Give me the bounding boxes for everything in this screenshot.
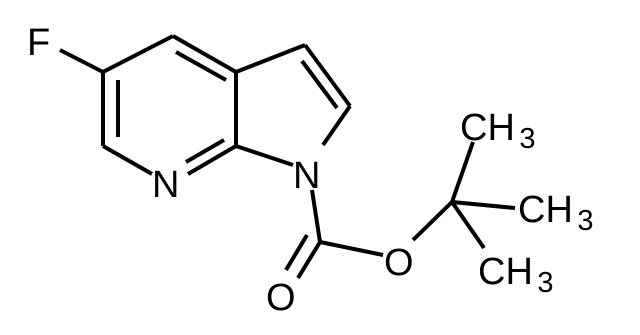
bond-n1-c7a — [235, 144, 294, 167]
bond-quaternary-c-methyl-top — [450, 141, 475, 203]
bond-carbonyl-c-ester-o — [319, 240, 384, 257]
bond-c3-c2 — [303, 43, 352, 108]
bond-ester-o-quaternary-c — [411, 200, 454, 242]
methyl-top-label: CH 3 — [460, 107, 535, 155]
bond-c4-c3a-inner — [175, 50, 227, 82]
methyl-top-subscript: 3 — [519, 123, 535, 155]
bond-n1-carbonyl-c — [310, 189, 322, 243]
methyl-bottom-symbol: CH — [478, 251, 533, 293]
methyl-middle-subscript: 3 — [577, 205, 593, 237]
boc-group — [284, 141, 516, 280]
pyridine-ring — [59, 34, 238, 176]
pyrrole-nitrogen-label: N — [293, 155, 320, 197]
bond-c7a-n7-inner — [184, 138, 226, 164]
methyl-middle-symbol: CH — [518, 189, 573, 231]
bond-c5-c4 — [102, 34, 174, 74]
pyrrole-ring — [235, 43, 352, 167]
bond-carbonyl-c-o — [296, 240, 322, 280]
bond-carbonyl-c-o-inner — [284, 233, 309, 272]
methyl-middle-label: CH 3 — [518, 189, 593, 237]
bond-c3-c2-inner — [300, 59, 339, 110]
methyl-top-symbol: CH — [460, 107, 515, 149]
bond-c3a-c3 — [235, 43, 306, 74]
bond-quaternary-c-methyl-bottom — [450, 200, 486, 250]
bond-c5-f — [59, 48, 104, 74]
bond-c2-n1 — [321, 104, 352, 147]
carbonyl-oxygen-label: O — [266, 277, 296, 319]
ester-oxygen-label: O — [384, 242, 414, 284]
fluorine-label: F — [27, 22, 50, 64]
bond-c7a-n7 — [186, 144, 238, 176]
bond-quaternary-c-methyl-middle — [451, 200, 516, 210]
methyl-bottom-label: CH 3 — [478, 251, 553, 299]
methyl-bottom-subscript: 3 — [537, 267, 553, 299]
bond-n7-c6 — [102, 144, 153, 176]
pyridine-nitrogen-label: N — [152, 164, 179, 206]
bond-c4-c3a — [172, 34, 237, 74]
